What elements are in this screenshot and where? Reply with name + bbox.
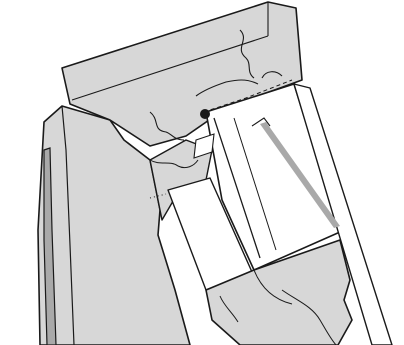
pin-marker [200, 109, 210, 119]
